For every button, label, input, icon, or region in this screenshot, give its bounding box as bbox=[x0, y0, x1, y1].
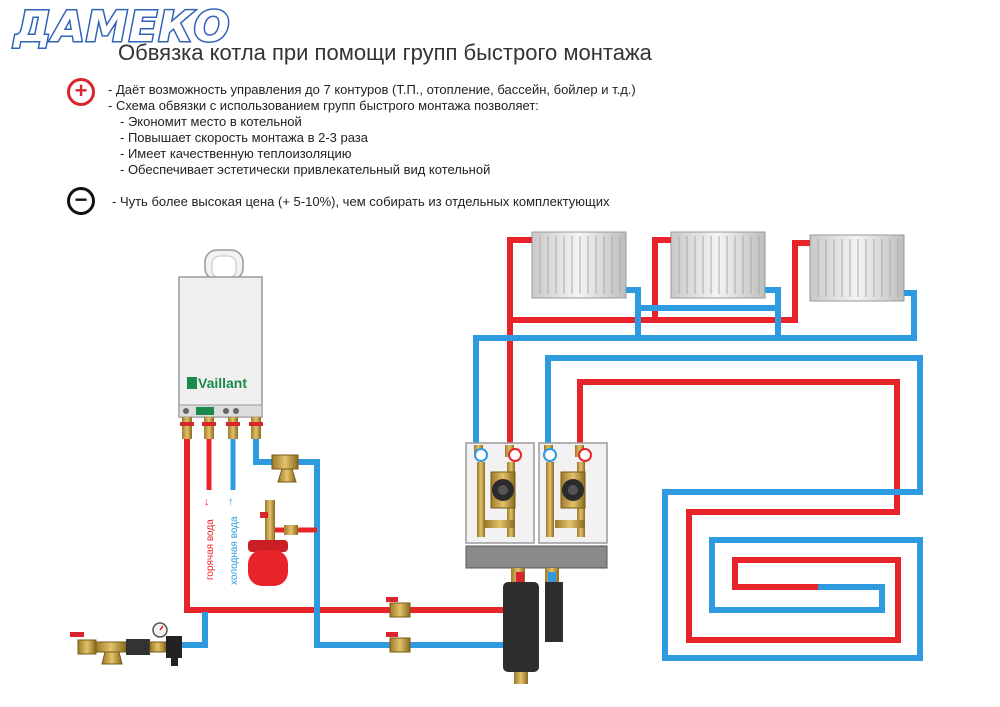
pump-group-1 bbox=[465, 442, 535, 544]
radiator-supply-pipe bbox=[507, 237, 810, 450]
expansion-tank bbox=[248, 500, 298, 586]
radiator-1 bbox=[531, 231, 627, 299]
page-title: Обвязка котла при помощи групп быстрого … bbox=[118, 40, 652, 65]
floor-heating-return bbox=[545, 355, 923, 661]
floor-heating-supply bbox=[577, 379, 901, 643]
cold-feed-pipe bbox=[182, 612, 208, 648]
plus-icon: + bbox=[67, 78, 95, 106]
boiler-connections bbox=[180, 417, 263, 439]
pump-group-2 bbox=[538, 442, 608, 544]
strainer bbox=[271, 454, 299, 483]
boiler-brand: Vaillant bbox=[198, 375, 247, 391]
arrow-up-icon: ↑ bbox=[228, 496, 234, 508]
pros-item: - Схема обвязки с использованием групп б… bbox=[108, 98, 539, 113]
supply-valve bbox=[386, 597, 411, 618]
arrow-down-icon: ↓ bbox=[204, 496, 210, 508]
cold-inlet-assembly bbox=[70, 622, 182, 666]
pros-subitem: - Обеспечивает эстетически привлекательн… bbox=[120, 162, 491, 177]
boiler: Vaillant bbox=[178, 249, 263, 418]
radiator-3 bbox=[809, 234, 905, 302]
minus-icon: − bbox=[67, 187, 95, 215]
pros-subitem: - Имеет качественную теплоизоляцию bbox=[120, 146, 352, 161]
return-valve bbox=[386, 632, 411, 653]
pros-item: - Даёт возможность управления до 7 конту… bbox=[108, 82, 636, 97]
radiator-return-pipe bbox=[473, 287, 917, 450]
hydraulic-separator bbox=[503, 568, 563, 684]
radiator-2 bbox=[670, 231, 766, 299]
cold-water-label: холодная вода bbox=[229, 516, 240, 585]
pros-list: - Даёт возможность управления до 7 конту… bbox=[108, 82, 636, 178]
hot-water-label: горячая вода bbox=[205, 519, 216, 580]
pros-subitem: - Повышает скорость монтажа в 2-3 раза bbox=[120, 130, 368, 145]
cons-item: - Чуть более высокая цена (+ 5-10%), чем… bbox=[112, 194, 610, 209]
company-logo: ДАМЕКО bbox=[12, 1, 231, 53]
pros-subitem: - Экономит место в котельной bbox=[120, 114, 302, 129]
distribution-manifold bbox=[465, 545, 608, 569]
boiler-return-pipe bbox=[253, 439, 510, 648]
